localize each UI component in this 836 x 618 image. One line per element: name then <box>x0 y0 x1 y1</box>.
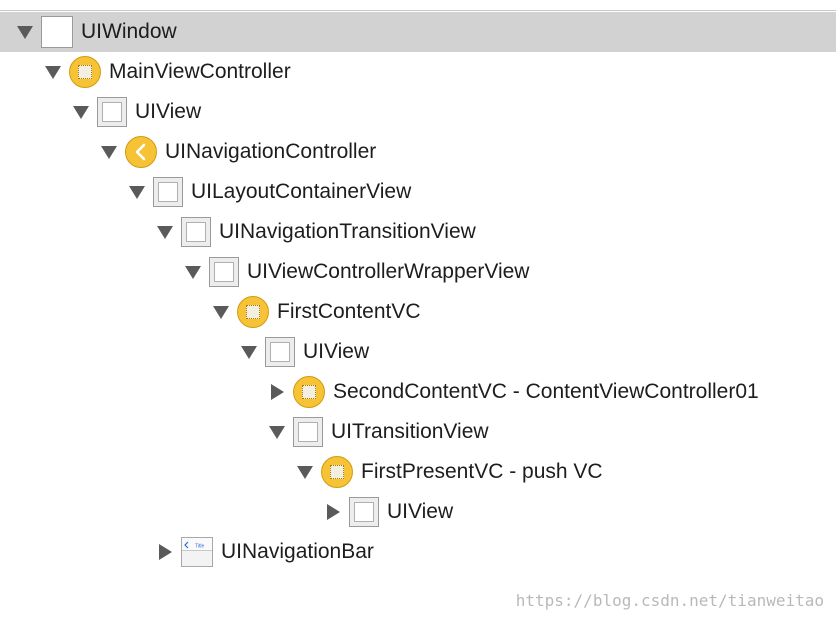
disclosure-triangle-down-icon[interactable] <box>239 342 259 362</box>
tree-row[interactable]: UIViewControllerWrapperView <box>0 252 836 292</box>
tree-row[interactable]: FirstContentVC <box>0 292 836 332</box>
tree-row[interactable]: UITransitionView <box>0 412 836 452</box>
view-icon <box>293 417 323 447</box>
tree-row[interactable]: UINavigationController <box>0 132 836 172</box>
top-divider <box>0 10 836 11</box>
view-controller-icon <box>237 296 269 328</box>
tree-row-label: UIWindow <box>81 20 177 43</box>
tree-row-label: UINavigationBar <box>221 540 374 563</box>
tree-row[interactable]: UIWindow <box>0 12 836 52</box>
tree-row-label: UINavigationController <box>165 140 377 163</box>
tree-row-label: FirstContentVC <box>277 300 421 323</box>
window-icon <box>41 16 73 48</box>
disclosure-triangle-down-icon[interactable] <box>99 142 119 162</box>
tree-row-label: UIViewControllerWrapperView <box>247 260 530 283</box>
tree-row[interactable]: FirstPresentVC - push VC <box>0 452 836 492</box>
tree-row-label: UILayoutContainerView <box>191 180 412 203</box>
disclosure-triangle-right-icon[interactable] <box>323 502 343 522</box>
navigation-bar-icon: Title <box>181 537 213 567</box>
view-icon <box>181 217 211 247</box>
tree-row[interactable]: UIView <box>0 92 836 132</box>
watermark: https://blog.csdn.net/tianweitao <box>515 591 824 610</box>
view-controller-icon <box>293 376 325 408</box>
tree-row-label: SecondContentVC - ContentViewController0… <box>333 380 759 403</box>
tree-row-label: FirstPresentVC - push VC <box>361 460 603 483</box>
tree-row-label: UIView <box>135 100 202 123</box>
disclosure-triangle-down-icon[interactable] <box>267 422 287 442</box>
tree-row-label: UIView <box>303 340 370 363</box>
disclosure-triangle-down-icon[interactable] <box>183 262 203 282</box>
tree-row[interactable]: UIView <box>0 492 836 532</box>
tree-row[interactable]: Title UINavigationBar <box>0 532 836 572</box>
disclosure-triangle-down-icon[interactable] <box>71 102 91 122</box>
tree-row-label: UITransitionView <box>331 420 489 443</box>
view-controller-icon <box>321 456 353 488</box>
tree-row-label: UINavigationTransitionView <box>219 220 476 243</box>
disclosure-triangle-down-icon[interactable] <box>15 22 35 42</box>
disclosure-triangle-down-icon[interactable] <box>295 462 315 482</box>
disclosure-triangle-down-icon[interactable] <box>43 62 63 82</box>
tree-row[interactable]: MainViewController <box>0 52 836 92</box>
tree-row[interactable]: UIView <box>0 332 836 372</box>
svg-text:Title: Title <box>195 544 204 550</box>
tree-row-label: MainViewController <box>109 60 291 83</box>
disclosure-triangle-right-icon[interactable] <box>155 542 175 562</box>
view-icon <box>153 177 183 207</box>
tree-row[interactable]: UILayoutContainerView <box>0 172 836 212</box>
disclosure-triangle-right-icon[interactable] <box>267 382 287 402</box>
view-controller-icon <box>69 56 101 88</box>
tree-row[interactable]: UINavigationTransitionView <box>0 212 836 252</box>
disclosure-triangle-down-icon[interactable] <box>155 222 175 242</box>
disclosure-triangle-down-icon[interactable] <box>211 302 231 322</box>
disclosure-triangle-down-icon[interactable] <box>127 182 147 202</box>
view-icon <box>97 97 127 127</box>
view-icon <box>265 337 295 367</box>
view-icon <box>349 497 379 527</box>
navigation-controller-icon <box>125 136 157 168</box>
view-icon <box>209 257 239 287</box>
tree-row[interactable]: SecondContentVC - ContentViewController0… <box>0 372 836 412</box>
tree-row-label: UIView <box>387 500 454 523</box>
